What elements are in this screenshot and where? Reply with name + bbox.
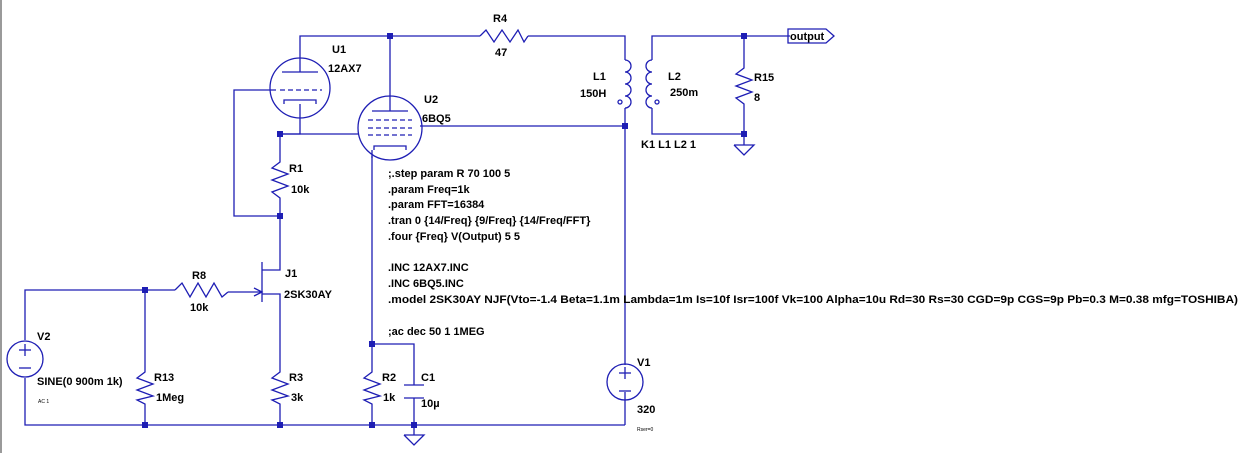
label-j1-value: 2SK30AY: [284, 289, 333, 301]
label-r4-name: R4: [493, 13, 508, 25]
label-r1-name: R1: [289, 163, 303, 175]
label-v1-name: V1: [637, 357, 650, 369]
coupling-directive: K1 L1 L2 1: [641, 139, 696, 151]
junction: [142, 287, 148, 293]
wire-l2-top: [651, 35, 744, 60]
junction: [142, 422, 148, 428]
source-v1: [606, 363, 644, 401]
wire-ground-rail: [24, 378, 625, 426]
resistor-r4: [479, 28, 529, 44]
directive-ac: ;ac dec 50 1 1MEG: [388, 326, 485, 338]
label-r2-value: 1k: [383, 392, 396, 404]
output-net-label: output: [790, 31, 825, 43]
label-l2-value: 250m: [670, 87, 698, 99]
label-c1-name: C1: [421, 372, 435, 384]
wire-u1-plate: [299, 35, 390, 60]
junction: [277, 131, 283, 137]
directive-param-fft: .param FFT=16384: [388, 199, 485, 211]
label-u2-value: 6BQ5: [422, 113, 451, 125]
label-v2-ac: AC 1: [38, 399, 49, 405]
inductor-l1: [617, 59, 632, 109]
label-l2-name: L2: [668, 71, 681, 83]
ground-main: [403, 434, 426, 446]
label-r1-value: 10k: [291, 184, 310, 196]
directive-four: .four {Freq} V(Output) 5 5: [388, 231, 520, 243]
label-r13-name: R13: [154, 372, 174, 384]
triode-u1: [269, 57, 331, 119]
spice-directives: ;.step param R 70 100 5 .param Freq=1k .…: [388, 168, 1238, 338]
junction: [277, 422, 283, 428]
resistor-r2: [362, 365, 383, 405]
jfet-j1: [253, 262, 281, 302]
wire-r4-to-l1: [528, 35, 626, 60]
wires: [24, 35, 790, 435]
ground-secondary: [733, 144, 756, 156]
wire-v2-r8: [24, 289, 175, 340]
resistor-r3: [270, 365, 291, 405]
label-r3-value: 3k: [291, 392, 304, 404]
resistor-r13: [135, 365, 156, 405]
label-u2-name: U2: [424, 94, 438, 106]
directive-inc-6bq5: .INC 6BQ5.INC: [388, 278, 464, 290]
wire-u1-grid-feedback: [233, 89, 280, 217]
output-net-flag: [787, 28, 835, 44]
resistor-r8: [174, 281, 229, 299]
label-j1-name: J1: [285, 268, 297, 280]
junction: [741, 33, 747, 39]
label-v1-rser: Rser=0: [637, 427, 653, 433]
directive-tran: .tran 0 {14/Freq} {9/Freq} {14/Freq/FFT}: [388, 215, 591, 227]
junctions: [142, 33, 747, 428]
label-u1-name: U1: [332, 44, 346, 56]
directive-model-2sk30ay: .model 2SK30AY NJF(Vto=-1.4 Beta=1.1m La…: [388, 294, 1238, 306]
junction: [622, 123, 628, 129]
label-v1-value: 320: [637, 404, 655, 416]
label-r15-name: R15: [754, 72, 774, 84]
label-u1-value: 12AX7: [328, 63, 362, 75]
label-v2-value: SINE(0 900m 1k): [37, 376, 123, 388]
label-v2-name: V2: [37, 331, 50, 343]
resistor-r1: [270, 155, 290, 205]
label-r3-name: R3: [289, 372, 303, 384]
junction: [277, 213, 283, 219]
junction: [369, 422, 375, 428]
label-r2-name: R2: [382, 372, 396, 384]
resistor-r15: [734, 62, 754, 108]
wire-l2-bottom: [651, 108, 744, 135]
label-l1-value: 150H: [580, 88, 606, 100]
source-v2: [6, 340, 44, 378]
directive-step: ;.step param R 70 100 5: [388, 168, 510, 180]
label-r13-value: 1Meg: [156, 392, 184, 404]
component-labels: U1 12AX7 U2 6BQ5 R4 47 L1 150H L2 250m R…: [37, 13, 774, 433]
junction: [387, 33, 393, 39]
label-r15-value: 8: [754, 92, 760, 104]
label-l1-name: L1: [593, 71, 606, 83]
label-c1-value: 10µ: [421, 398, 440, 410]
directive-inc-12ax7: .INC 12AX7.INC: [388, 262, 469, 274]
junction: [741, 131, 747, 137]
junction: [369, 341, 375, 347]
label-r4-value: 47: [495, 47, 507, 59]
label-r8-name: R8: [192, 270, 206, 282]
wire-c1-top: [372, 343, 415, 385]
directive-param-freq: .param Freq=1k: [388, 184, 471, 196]
pentode-u2: [357, 95, 423, 161]
capacitor-c1: [404, 384, 424, 399]
junction: [411, 422, 417, 428]
inductor-l2: [645, 59, 660, 109]
label-r8-value: 10k: [190, 302, 209, 314]
